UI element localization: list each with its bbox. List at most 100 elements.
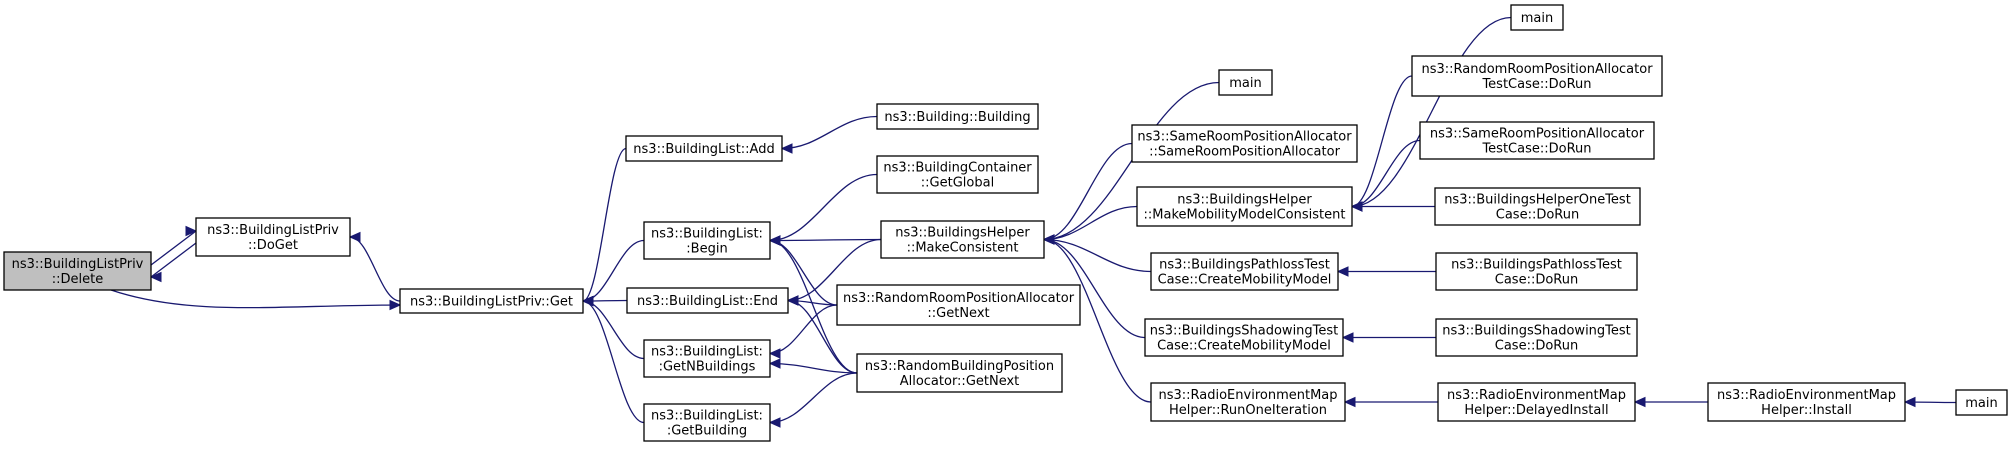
node-label-line: ns3::BuildingList: <box>651 345 763 360</box>
node-box <box>643 403 771 442</box>
node-label-line: ::Delete <box>52 272 103 287</box>
edge-rbuild_getnext-to-end <box>786 295 858 374</box>
edge-arrowhead <box>768 348 781 359</box>
node-ns3-sameroompositionallocator-testcase-dorun[interactable]: ns3::SameRoomPositionAllocatorTestCase::… <box>1419 121 1655 160</box>
node-label-line: Case::CreateMobilityModel <box>1158 273 1332 288</box>
edge-rem_run-to-makeconsistent <box>1042 234 1152 403</box>
node-ns3-radioenvironmentmap-helper-runoneiteration[interactable]: ns3::RadioEnvironmentMapHelper::RunOneIt… <box>1150 382 1346 422</box>
node-ns3-randomroompositionallocator-testcase-dorun[interactable]: ns3::RandomRoomPositionAllocatorTestCase… <box>1411 55 1663 97</box>
node-ns3-buildinglist-getbuilding[interactable]: ns3::BuildingList::GetBuilding <box>643 403 771 442</box>
edge-line <box>110 289 401 309</box>
node-box <box>3 251 152 291</box>
node-box <box>1419 121 1655 160</box>
edge-rbuild_getnext-to-begin <box>768 235 858 374</box>
edge-delete-to-get <box>110 289 402 311</box>
node-ns3-buildingspathlosstest-case-createmobilitymodel[interactable]: ns3::BuildingsPathlossTestCase::CreateMo… <box>1150 252 1339 291</box>
edge-sameroom-to-makeconsistent <box>1042 142 1133 245</box>
node-main[interactable]: main <box>1218 69 1273 96</box>
edge-line <box>1351 139 1421 208</box>
node-label-line: :Begin <box>686 242 727 257</box>
node-label-line: ::GetGlobal <box>921 176 994 191</box>
node-label-line: ::MakeConsistent <box>907 241 1019 256</box>
edge-rroom_test-to-mmconsistent <box>1350 75 1413 212</box>
node-label-line: ns3::SameRoomPositionAllocator <box>1137 130 1352 145</box>
node-ns3-radioenvironmentmap-helper-delayedinstall[interactable]: ns3::RadioEnvironmentMapHelper::DelayedI… <box>1437 382 1636 422</box>
edge-line <box>1043 238 1152 403</box>
node-label-line: ::MakeMobilityModelConsistent <box>1144 208 1346 223</box>
node-main[interactable]: main <box>1510 4 1564 31</box>
node-label-line: ns3::BuildingList: <box>651 409 763 424</box>
edge-arrowhead <box>1350 201 1363 212</box>
node-box <box>626 287 789 314</box>
node-ns3-randombuildingposition-allocator-getnext[interactable]: ns3::RandomBuildingPositionAllocator::Ge… <box>856 353 1063 393</box>
node-box <box>1150 382 1346 422</box>
node-label-line: ns3::BuildingsHelperOneTest <box>1444 193 1631 208</box>
node-box <box>1437 382 1636 422</box>
node-ns3-buildingshelper-makemobilitymodelconsistent[interactable]: ns3::BuildingsHelper::MakeMobilityModelC… <box>1136 186 1353 227</box>
node-ns3-buildinglistpriv-get[interactable]: ns3::BuildingListPriv::Get <box>399 288 584 314</box>
edge-line <box>1351 75 1413 208</box>
edge-getbuilding-to-get <box>581 295 645 424</box>
edge-sameroom_test-to-mmconsistent <box>1350 139 1421 212</box>
edge-add-to-get <box>581 147 627 307</box>
node-box <box>625 135 783 162</box>
node-label-line: ns3::RandomRoomPositionAllocator <box>843 291 1075 306</box>
node-label-line: ns3::BuildingListPriv <box>207 223 339 238</box>
edge-line <box>781 115 878 150</box>
node-box <box>880 220 1045 259</box>
node-label-line: ns3::RadioEnvironmentMap <box>1158 388 1337 403</box>
edge-rem_install-to-rem_delayed <box>1633 396 1708 408</box>
node-ns3-randomroompositionallocator-getnext[interactable]: ns3::RandomRoomPositionAllocator::GetNex… <box>836 284 1081 326</box>
node-box <box>1150 252 1339 291</box>
node-ns3-buildinglistpriv-delete[interactable]: ns3::BuildingListPriv::Delete <box>3 251 152 291</box>
edge-line <box>1043 238 1146 339</box>
edge-line <box>1043 205 1138 241</box>
node-label-line: ::SameRoomPositionAllocator <box>1149 145 1341 160</box>
node-label-line: ns3::RandomRoomPositionAllocator <box>1421 62 1653 77</box>
edge-rbuild_getnext-to-getnb <box>768 358 858 374</box>
edge-arrowhead <box>768 235 781 246</box>
call-graph-edges <box>110 16 1957 428</box>
edge-arrowhead <box>786 295 799 306</box>
edge-arrowhead <box>1633 396 1646 408</box>
edge-line <box>582 300 645 424</box>
node-label-line: main <box>1965 396 1997 411</box>
edge-line <box>582 147 627 302</box>
node-box <box>195 217 351 257</box>
edge-building-to-add <box>780 115 878 154</box>
node-ns3-building-building[interactable]: ns3::Building::Building <box>876 103 1039 130</box>
edge-line <box>769 238 882 242</box>
edge-arrowhead <box>780 143 793 154</box>
node-label-line: Allocator::GetNext <box>900 374 1020 389</box>
node-ns3-buildinglist-getnbuildings[interactable]: ns3::BuildingList::GetNBuildings <box>643 339 771 378</box>
edge-main2-to-mmconsistent <box>1350 16 1512 212</box>
edge-main3-to-rem_install <box>1903 396 1957 408</box>
node-ns3-buildinglistpriv-doget[interactable]: ns3::BuildingListPriv::DoGet <box>195 217 351 257</box>
node-label-line: Helper::Install <box>1761 403 1852 418</box>
node-label-line: Case::CreateMobilityModel <box>1157 339 1331 354</box>
node-label-line: ns3::BuildingList: <box>651 227 763 242</box>
edge-get-to-doget <box>348 231 401 302</box>
node-main[interactable]: main <box>1955 389 2008 416</box>
edge-mmconsistent-to-makeconsistent <box>1042 205 1138 245</box>
node-ns3-sameroompositionallocator-sameroompositionallocator[interactable]: ns3::SameRoomPositionAllocator::SameRoom… <box>1131 124 1358 163</box>
node-ns3-buildinglist-end[interactable]: ns3::BuildingList::End <box>626 287 789 314</box>
edge-pathloss_test-to-pathloss_cmm <box>1336 266 1437 277</box>
node-ns3-buildinglist-add[interactable]: ns3::BuildingList::Add <box>625 135 783 162</box>
node-box <box>1136 186 1353 227</box>
node-ns3-buildingcontainer-getglobal[interactable]: ns3::BuildingContainer::GetGlobal <box>876 155 1039 194</box>
call-graph-nodes: ns3::BuildingListPriv::Deletens3::Buildi… <box>3 4 2008 442</box>
edge-arrowhead <box>1042 234 1055 245</box>
node-ns3-buildingsshadowingtest-case-createmobilitymodel[interactable]: ns3::BuildingsShadowingTestCase::CreateM… <box>1144 318 1344 357</box>
edge-arrowhead <box>389 299 402 311</box>
edge-helper_test-to-mmconsistent <box>1350 201 1436 212</box>
node-ns3-buildinglist-begin[interactable]: ns3::BuildingList::Begin <box>643 221 771 260</box>
edge-line <box>349 236 401 302</box>
node-box <box>1144 318 1344 357</box>
node-label-line: :GetNBuildings <box>659 360 756 375</box>
node-ns3-buildingshelper-makeconsistent[interactable]: ns3::BuildingsHelper::MakeConsistent <box>880 220 1045 259</box>
